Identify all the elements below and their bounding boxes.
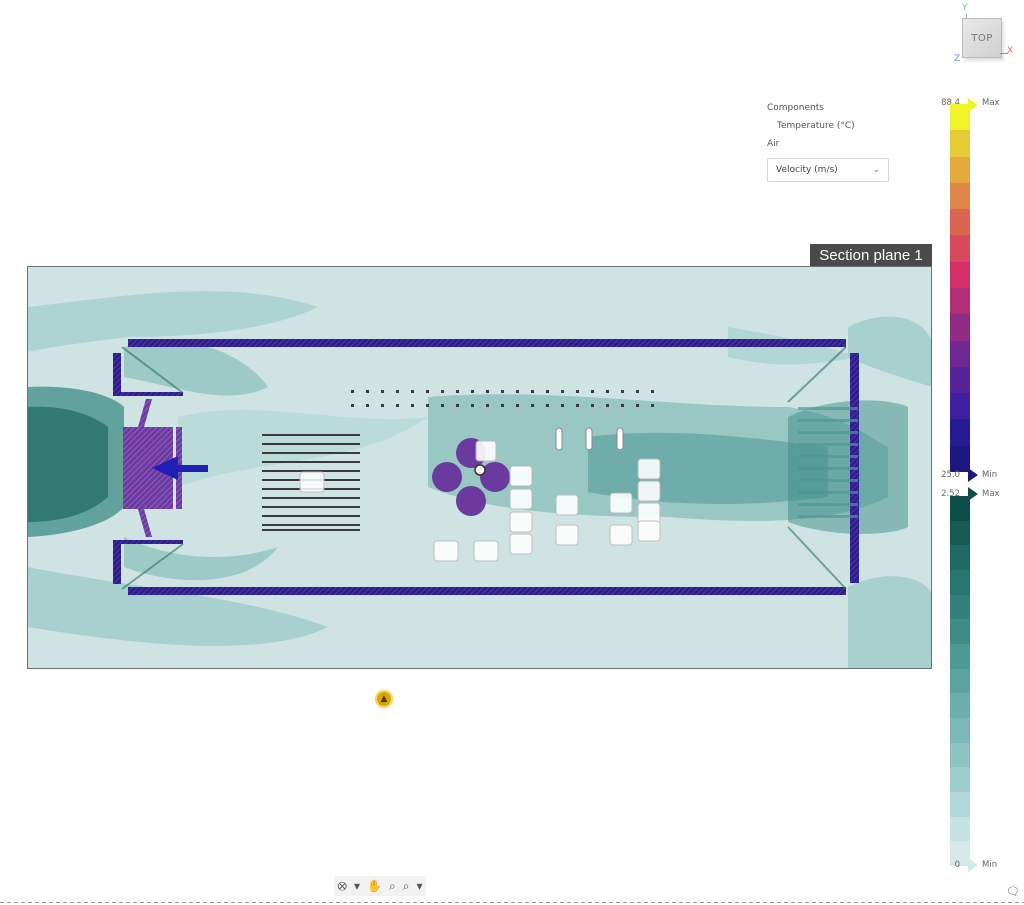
velocity-max-label: Max bbox=[982, 489, 1000, 499]
temperature-min-value: 25.0 bbox=[941, 470, 960, 480]
color-scale-swatch bbox=[950, 816, 970, 842]
y-axis-label: Y bbox=[962, 3, 968, 13]
temperature-max-marker[interactable] bbox=[968, 98, 978, 112]
temperature-color-bar bbox=[950, 104, 970, 472]
zoom-dropdown-icon[interactable]: ▾ bbox=[416, 879, 423, 893]
section-plane-label[interactable]: Section plane 1 bbox=[810, 244, 932, 267]
temperature-min-label: Min bbox=[982, 470, 998, 480]
color-scale-swatch bbox=[950, 619, 970, 644]
navigation-toolbar: ⭙ ▾ ✋ ⌕ ⌕ ▾ bbox=[334, 876, 426, 896]
orbit-icon[interactable]: ⭙ bbox=[337, 878, 348, 893]
color-scale-swatch bbox=[950, 742, 970, 768]
outlet-fins bbox=[798, 407, 858, 518]
x-axis-label: X bbox=[1007, 46, 1014, 56]
orbit-dropdown-icon[interactable]: ▾ bbox=[354, 879, 361, 893]
color-scale-swatch bbox=[950, 668, 970, 694]
color-scale-swatch bbox=[950, 693, 970, 718]
color-scale-swatch bbox=[950, 496, 970, 521]
velocity-min-label: Min bbox=[982, 860, 998, 870]
color-scale-swatch bbox=[950, 130, 970, 157]
color-scale-swatch bbox=[950, 767, 970, 792]
temperature-max-value: 88.4 bbox=[941, 98, 960, 108]
temperature-min-marker[interactable] bbox=[968, 468, 978, 482]
vent-holes bbox=[351, 390, 654, 407]
color-scale-swatch bbox=[950, 520, 970, 546]
color-scale-swatch bbox=[950, 314, 970, 341]
view-cube[interactable]: Y TOP X Z bbox=[952, 3, 1020, 66]
heat-sink bbox=[262, 434, 360, 531]
color-scale-swatch bbox=[950, 209, 970, 236]
velocity-select[interactable]: Velocity (m/s) ⌄ bbox=[767, 158, 889, 182]
temperature-max-label: Max bbox=[982, 98, 1000, 108]
color-scale-swatch bbox=[950, 340, 970, 367]
color-scale-swatch bbox=[950, 235, 970, 262]
color-scale-swatch bbox=[950, 445, 970, 472]
view-cube-top-face[interactable]: TOP bbox=[962, 18, 1002, 58]
color-scale-swatch bbox=[950, 366, 970, 394]
velocity-select-value: Velocity (m/s) bbox=[776, 165, 838, 175]
color-scale-swatch bbox=[950, 643, 970, 669]
inlet-fan bbox=[123, 399, 208, 537]
color-scale-swatch bbox=[950, 393, 970, 420]
bottom-divider bbox=[0, 902, 1024, 903]
color-scale-swatch bbox=[950, 104, 970, 131]
pan-icon[interactable]: ✋ bbox=[367, 879, 382, 893]
chevron-up-icon: ▲ bbox=[380, 694, 388, 704]
flow-field-graphic bbox=[28, 291, 931, 668]
velocity-min-marker[interactable] bbox=[968, 858, 978, 872]
color-scale-swatch bbox=[950, 569, 970, 595]
velocity-max-marker[interactable] bbox=[968, 487, 978, 501]
heat-source-badges bbox=[433, 440, 661, 562]
components-label: Components bbox=[767, 103, 824, 113]
color-scale-swatch bbox=[950, 287, 970, 315]
air-label: Air bbox=[767, 139, 780, 149]
velocity-max-value: 2.52 bbox=[941, 489, 960, 499]
result-point-pin[interactable]: ▲ bbox=[375, 690, 393, 708]
color-scale-swatch bbox=[950, 841, 970, 866]
zoom-icon[interactable]: ⌕ bbox=[388, 878, 396, 893]
capacitors bbox=[555, 427, 624, 451]
velocity-color-bar bbox=[950, 496, 970, 866]
color-scale-swatch bbox=[950, 545, 970, 570]
section-plane-viewport[interactable] bbox=[27, 266, 932, 669]
color-scale-swatch bbox=[950, 261, 970, 288]
color-legend: 88.4 Max 25.0 Min 2.52 Max 0 Min bbox=[941, 96, 1024, 876]
color-scale-swatch bbox=[950, 156, 970, 183]
chevron-down-icon: ⌄ bbox=[872, 165, 880, 175]
velocity-min-value: 0 bbox=[954, 860, 960, 870]
zoom-window-icon[interactable]: ⌕ bbox=[402, 878, 410, 893]
color-scale-swatch bbox=[950, 419, 970, 446]
color-scale-swatch bbox=[950, 182, 970, 210]
temperature-result-item[interactable]: Temperature (°C) bbox=[777, 121, 855, 131]
comment-icon[interactable]: 🗨 bbox=[1006, 885, 1020, 898]
color-scale-swatch bbox=[950, 717, 970, 743]
color-scale-swatch bbox=[950, 791, 970, 817]
z-axis-label: Z bbox=[954, 54, 961, 64]
color-scale-swatch bbox=[950, 594, 970, 620]
results-panel: Components Temperature (°C) Air Velocity… bbox=[767, 100, 897, 182]
x-axis-line bbox=[1000, 53, 1008, 54]
